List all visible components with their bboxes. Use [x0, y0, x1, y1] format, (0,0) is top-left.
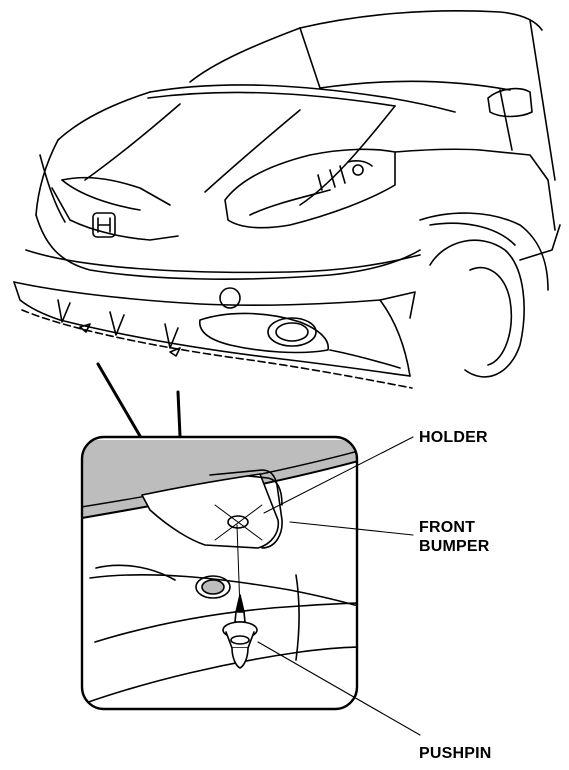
- holder-leader: [263, 436, 414, 514]
- pushpin-leader: [257, 641, 421, 736]
- front-bumper-label-line1: FRONT: [419, 519, 476, 536]
- front-bumper-lip: [13, 281, 416, 389]
- holder-label: HOLDER: [419, 429, 488, 446]
- inset-pointer: [96, 362, 182, 438]
- detail-inset: [80, 435, 359, 711]
- pushpin-label: PUSHPIN: [419, 745, 492, 762]
- front-bumper-leader: [289, 521, 414, 536]
- leader-lines: [257, 436, 421, 736]
- front-bumper-label-line2: BUMPER: [419, 538, 490, 555]
- car-body: [25, 9, 561, 378]
